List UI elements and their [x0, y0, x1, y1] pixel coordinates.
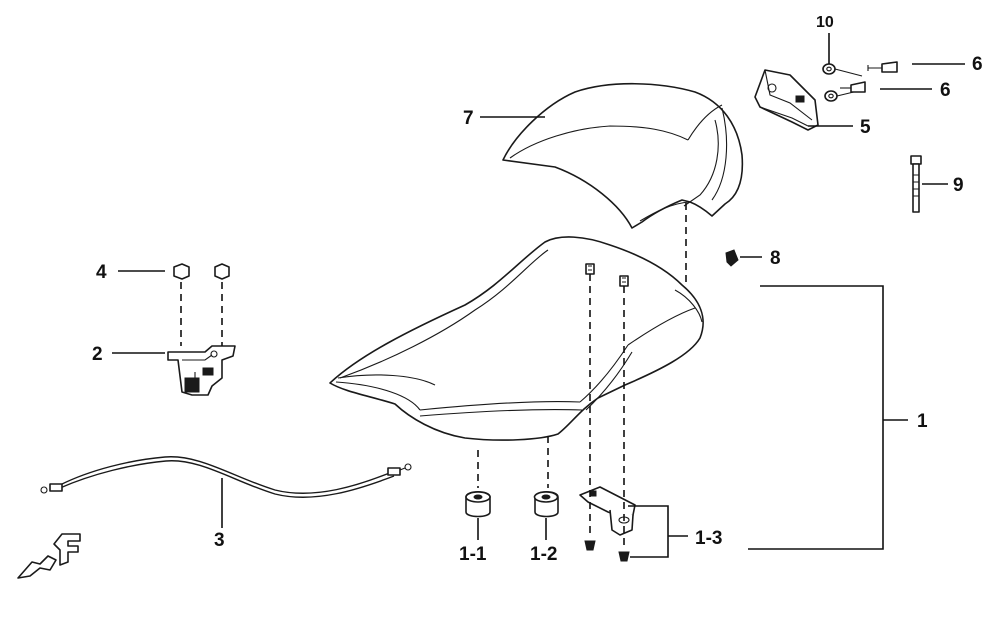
long-bolt	[910, 155, 922, 213]
label-4: 4	[96, 262, 107, 283]
label-9: 9	[953, 175, 964, 196]
hinge-bracket	[579, 263, 636, 562]
leader-lines	[112, 33, 965, 558]
rubber-dampers	[465, 490, 559, 518]
front-direction-mark	[17, 533, 81, 579]
label-5: 5	[860, 117, 871, 138]
callout-labels: 7 10 6 6 5 9 8 4 2 1 3 1-1 1-2 1-3	[92, 14, 983, 565]
latch-bracket	[754, 69, 819, 131]
label-6-top: 6	[972, 54, 983, 75]
label-10: 10	[816, 14, 834, 31]
label-8: 8	[770, 248, 781, 269]
assembly-dashed-lines	[180, 203, 687, 550]
label-1-3: 1-3	[695, 528, 722, 549]
label-1-1: 1-1	[459, 544, 487, 565]
label-2: 2	[92, 344, 103, 365]
label-7: 7	[463, 108, 474, 129]
label-6-bottom: 6	[940, 80, 951, 101]
nut-parts	[173, 263, 230, 280]
clip-nut	[725, 249, 739, 267]
label-1-2: 1-2	[530, 544, 557, 565]
label-3: 3	[214, 530, 225, 551]
bolt-parts	[840, 61, 898, 93]
label-1: 1	[917, 411, 928, 432]
seat-cable	[40, 456, 412, 498]
rear-seat	[502, 82, 744, 229]
seat-lock	[167, 345, 236, 396]
main-seat	[329, 236, 704, 441]
washer-parts	[822, 63, 863, 102]
